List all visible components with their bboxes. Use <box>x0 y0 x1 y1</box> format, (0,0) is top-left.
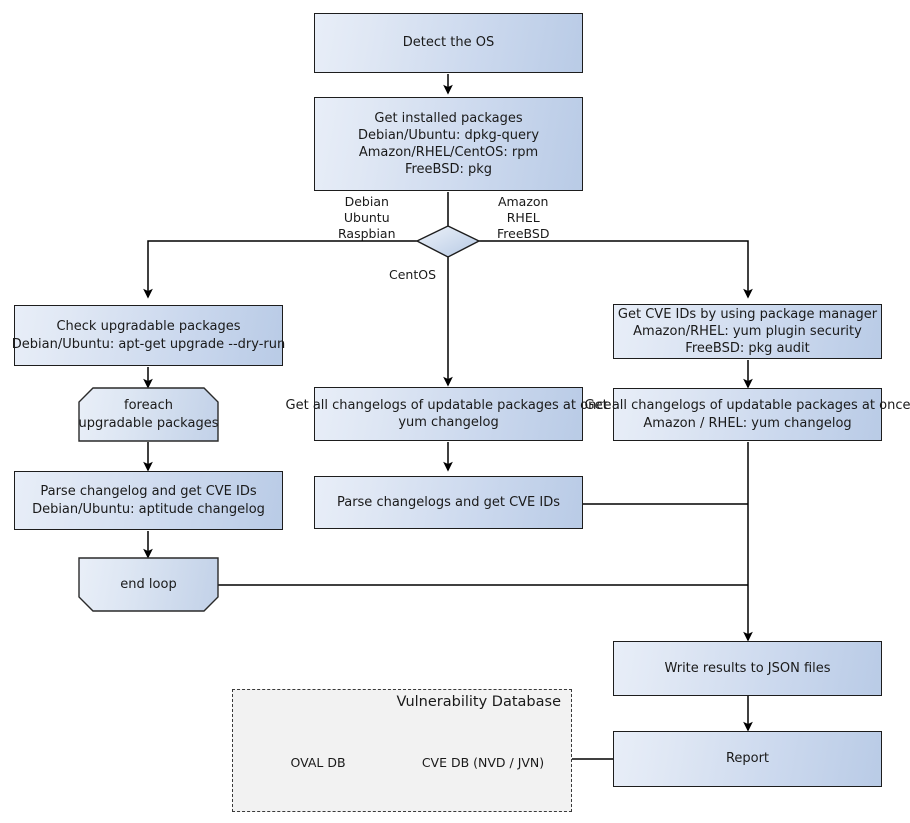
edge-label-center-branch: CentOS <box>389 267 437 282</box>
node-get-changelogs-center-label: Get all changelogs of updatable packages… <box>285 397 612 430</box>
node-parse-changelogs-center-label: Parse changelogs and get CVE IDs <box>336 494 561 510</box>
node-write-results-label: Write results to JSON files <box>664 660 831 676</box>
node-get-changelogs-right-label: Get all changelogs of updatable packages… <box>584 398 910 431</box>
decision-diamond <box>415 225 481 258</box>
node-get-changelogs-center[interactable]: Get all changelogs of updatable packages… <box>286 387 611 441</box>
node-end-loop-label: end loop <box>120 576 177 592</box>
edge-decision-right <box>479 240 753 299</box>
node-get-changelogs-right[interactable]: Get all changelogs of updatable packages… <box>585 388 910 441</box>
oval-db-label: OVAL DB <box>290 755 346 770</box>
node-report[interactable]: Report <box>613 731 882 787</box>
node-parse-changelogs-center[interactable]: Parse changelogs and get CVE IDs <box>314 476 583 529</box>
vulnerability-database-title: Vulnerability Database <box>396 694 561 710</box>
node-end-loop[interactable]: end loop <box>79 558 218 611</box>
node-detect-os[interactable]: Detect the OS <box>314 13 583 73</box>
node-report-label: Report <box>725 751 770 767</box>
edge-decision-left <box>143 240 417 299</box>
vulnerability-database-group: Vulnerability Database <box>232 689 572 812</box>
node-detect-os-label: Detect the OS <box>402 35 495 51</box>
cve-db-label: CVE DB (NVD / JVN) <box>421 755 545 770</box>
edges <box>143 74 753 760</box>
node-write-results[interactable]: Write results to JSON files <box>613 641 882 696</box>
